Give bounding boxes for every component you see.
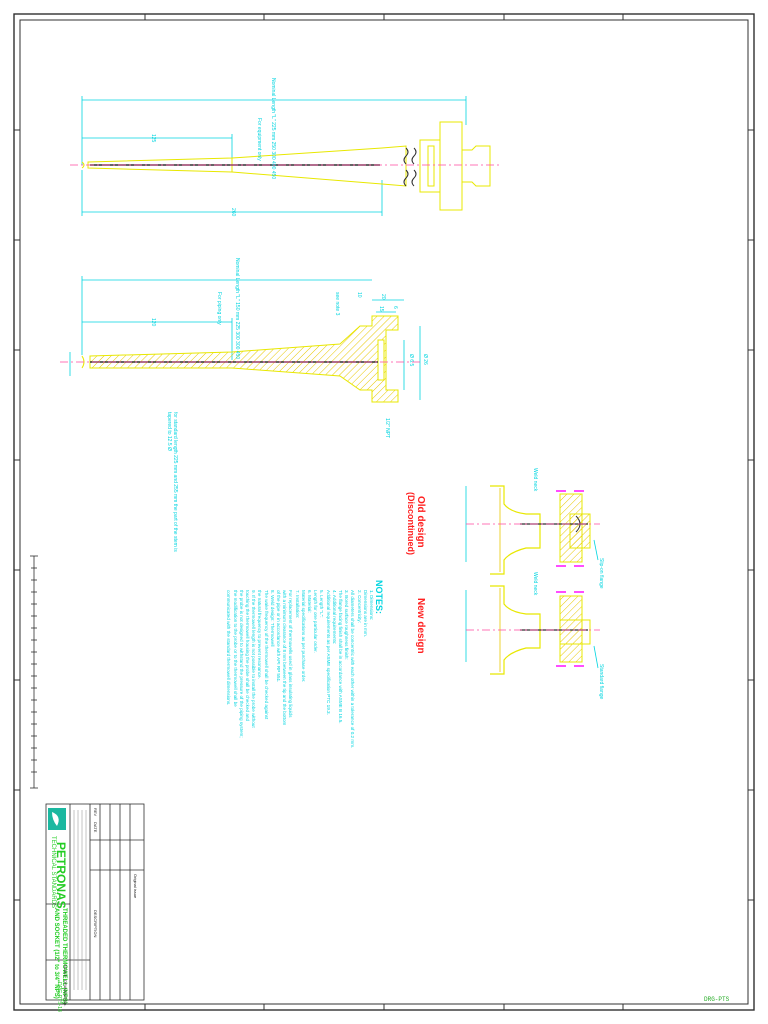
note-line: the natural frequency to prevent resonan…: [257, 590, 263, 679]
note-line: 1. Dimensions:: [369, 590, 374, 621]
bore-note: see note 3: [334, 292, 340, 316]
tb-small-text-lines: [73, 810, 87, 990]
note-line: The wake frequency of the thermowell sha…: [263, 590, 269, 720]
inner-border: [19, 19, 749, 1005]
zone-markers: [14, 14, 754, 1010]
note-line: with a minimum clearance of 8 mm between…: [282, 590, 288, 726]
old-design-label-bottom: Slip-on flange: [598, 558, 604, 589]
standard-header: TECHNICAL STANDARDS: [50, 836, 56, 909]
lower-nominal-length: Nominal Length "L" 150 mm 225 300 300 45…: [234, 258, 240, 360]
lower-dim-15: 15: [378, 306, 384, 312]
note-line: Dimensions are in mm.: [362, 590, 368, 637]
upper-note: For equipment only: [256, 118, 262, 161]
left-ruler: [30, 555, 38, 789]
old-design-subtitle: (Discontinued): [406, 492, 416, 555]
note-line: touching the thermowell housing the prob…: [244, 590, 250, 722]
note-line: Additional requirements as per ASME spec…: [325, 590, 331, 715]
upper-length-dim: 260: [230, 208, 236, 217]
lower-dia-65: Ø 6.5: [408, 354, 414, 367]
old-design-detail: [465, 485, 600, 575]
note-line: For replacement of thermowells used in g…: [288, 590, 294, 718]
new-design-detail: [465, 585, 600, 675]
drawing-no-label: DRAWING No.: [63, 980, 68, 1007]
lower-dim-6: 6: [392, 306, 398, 309]
lower-dia-26: Ø 26: [422, 354, 428, 365]
description-label: DESCRIPTION: [93, 910, 98, 938]
footer-code: DRG-PTS: [704, 996, 730, 1003]
note-line: 7. Installation:: [294, 590, 300, 619]
upper-shank-dim: 125: [150, 134, 156, 143]
note-line: 8. Weld design: Thermowell: [269, 590, 275, 647]
lower-thermowell: [60, 276, 421, 403]
note-line: Material specifications as per purchase …: [300, 590, 306, 683]
note-line: The flange facing finish shall be in acc…: [337, 590, 343, 724]
scale-label: SCALE: [63, 964, 68, 978]
petronas-logo: [48, 808, 66, 830]
note-line: All diameters shall be concentric with e…: [350, 590, 356, 749]
lower-section-hatch: [89, 315, 399, 403]
note-line: the probe is not designed to withstand t…: [238, 590, 244, 738]
upper-nominal-length: Nominal Length "L" 225 mm 250 300 400 45…: [270, 78, 276, 180]
upper-thermowell: [70, 96, 500, 216]
notes-list: 1. Dimensions: Dimensions are in mm. 2. …: [225, 590, 374, 760]
note-line: of the pipe or in accordance with API RP…: [275, 590, 281, 683]
outer-border: [13, 13, 755, 1011]
old-design-label-top: Weld neck: [532, 468, 538, 492]
old-design-title: Old design: [415, 496, 426, 548]
shank-note: for standard length 225 mm and 255 mm th…: [166, 412, 178, 552]
drawing-no: DRG-PTS-18: [56, 982, 62, 1012]
note-line: the modification to the probe or to the …: [232, 590, 238, 707]
note-line: 4. Additional requirements:: [331, 590, 337, 645]
note-line: Length for one particular order.: [313, 590, 319, 653]
title-block: [45, 803, 145, 1001]
remarks-label: Original issue: [133, 874, 138, 899]
lower-length-dim: 120: [150, 318, 156, 327]
note-line: communicated with the standard thermowel…: [226, 590, 232, 706]
rev-label: REV: [93, 808, 98, 817]
note-line: 2. Concentricity:: [356, 590, 362, 623]
new-design-title: New design: [415, 598, 426, 654]
lower-note: For piping only: [216, 292, 222, 325]
notes-heading: NOTES:: [374, 580, 384, 615]
lower-dim-10: 10: [356, 292, 362, 298]
date-label: DATE: [93, 822, 98, 833]
note-line: 9. If the thermowell length is not possi…: [251, 590, 257, 728]
new-design-label-top: Weld neck: [532, 572, 538, 596]
lower-dim-20: 20: [380, 294, 386, 300]
company-name: PETRONAS: [54, 842, 68, 909]
new-design-label-bottom: Standard flange: [598, 664, 604, 700]
lower-thread: 1/2" NPT: [384, 418, 390, 439]
